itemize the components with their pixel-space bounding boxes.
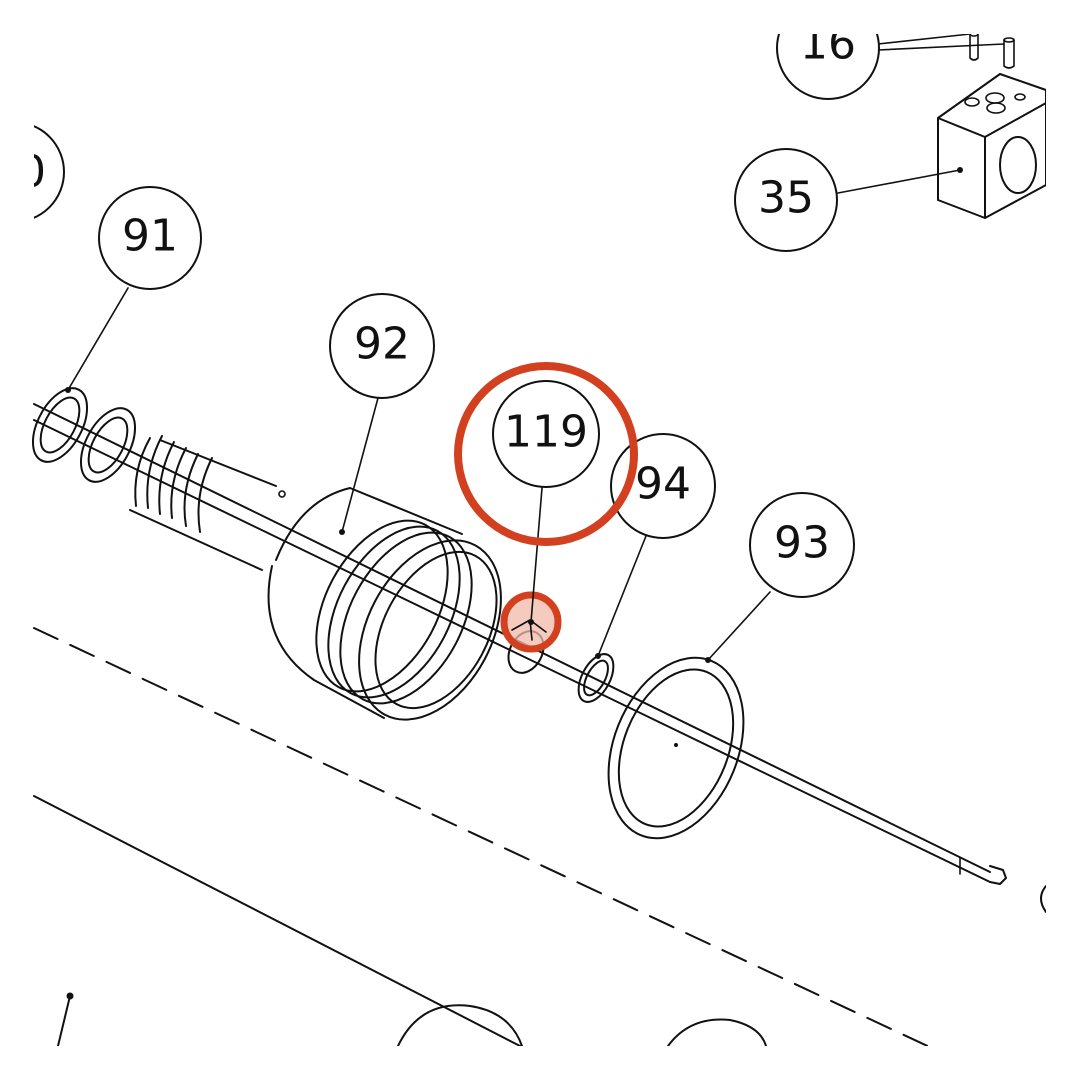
part-94-oring	[577, 653, 615, 703]
callout-119-highlight-ring	[454, 362, 638, 546]
part-91-orings	[31, 387, 137, 483]
part-35-block	[937, 73, 1047, 219]
part-119-component	[500, 591, 562, 674]
callout-91-label: 91	[122, 211, 178, 262]
callout-92-label: 92	[354, 319, 410, 370]
part-92-piston	[267, 487, 502, 721]
callout-92: 92	[329, 293, 435, 399]
lower-body	[33, 627, 1047, 1051]
part-93-ring	[607, 656, 745, 840]
callout-35-label: 35	[758, 173, 814, 224]
callout-partial-left: 0	[0, 100, 65, 250]
callout-91: 91	[98, 186, 202, 290]
leader-lines	[65, 33, 1005, 663]
callout-119-label: 119	[504, 407, 588, 458]
callout-93: 93	[749, 492, 855, 598]
callout-119: 119	[492, 380, 600, 488]
callout-93-label: 93	[774, 518, 830, 569]
callout-35: 35	[734, 148, 838, 252]
part-92-shaft	[129, 435, 286, 571]
callout-94-label: 94	[635, 459, 691, 510]
part-16-pins	[969, 31, 1015, 69]
